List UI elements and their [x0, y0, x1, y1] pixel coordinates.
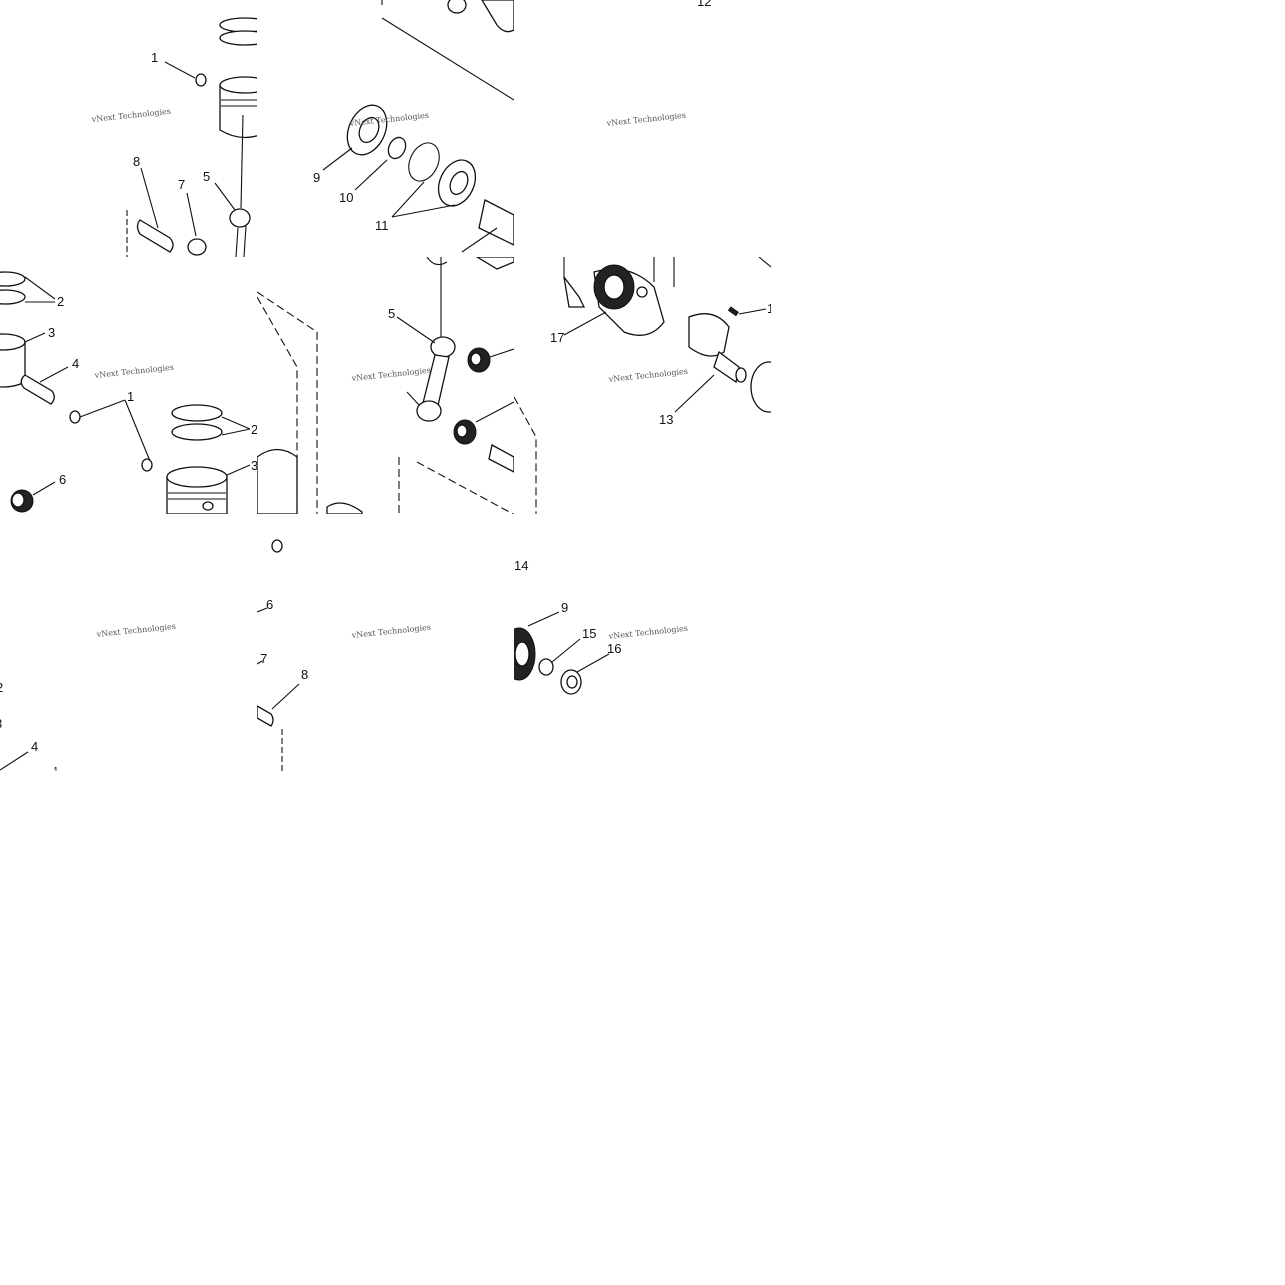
part-label: 3	[251, 458, 257, 473]
part-label: 11	[375, 218, 389, 233]
part-label: 6	[59, 472, 66, 487]
part-label: 2	[57, 294, 64, 309]
diagram-tile-blank: vNext Technologies	[514, 0, 771, 257]
diagram-tile-crankshaft: 17 13 1 vNext Technologies	[514, 257, 771, 514]
part-label: 9	[561, 600, 568, 615]
part-label: 15	[582, 626, 596, 641]
diagram-tile-edge	[771, 0, 1028, 257]
watermark: vNext Technologies	[607, 624, 688, 641]
part-label: 10	[339, 190, 353, 205]
part-label: 1	[53, 766, 59, 771]
part-label: 8	[301, 667, 308, 682]
part-label: 8	[133, 154, 140, 169]
part-label: 7	[178, 177, 185, 192]
diagram-tile-lower-left: 2 3 4 1 vNext Technologies	[0, 514, 257, 771]
watermark: vNext Technologies	[350, 366, 431, 383]
watermark: vNext Technologies	[90, 107, 171, 124]
watermark: vNext Technologies	[605, 111, 686, 128]
part-label: 17	[550, 330, 564, 345]
part-label: 12	[697, 0, 712, 9]
part-label: 14	[514, 558, 528, 573]
part-label: 4	[72, 356, 79, 371]
watermark: vNext Technologies	[93, 363, 174, 380]
part-label: 2	[251, 422, 257, 437]
part-label: 9	[313, 170, 320, 185]
diagram-tile-bearings: 9 10 11 vNext Technologies	[257, 0, 514, 257]
watermark: vNext Technologies	[95, 622, 176, 639]
diagram-tile-nut: 14 9 15 16 vNext Technologies	[514, 514, 771, 771]
part-label: 1	[151, 50, 158, 65]
diagram-tile-conrod: 5 vNext Technologies	[257, 257, 514, 514]
part-label: 3	[0, 716, 2, 731]
part-label: 3	[48, 325, 55, 340]
diagram-tile-lower-middle: 6 7 8 vNext Technologies	[257, 514, 514, 771]
watermark: vNext Technologies	[350, 623, 431, 640]
part-label: 2	[0, 680, 3, 695]
part-label: 4	[31, 739, 38, 754]
watermark: vNext Technologies	[607, 367, 688, 384]
part-label: 1	[127, 389, 134, 404]
part-label: 1	[767, 301, 771, 316]
part-label: 7	[260, 651, 267, 666]
part-label: 5	[203, 169, 210, 184]
part-label: 13	[659, 412, 673, 427]
diagram-tile-piston-top: 1 8 7 5 vNext Technologies	[0, 0, 257, 257]
part-label: 16	[607, 641, 621, 656]
part-label: 5	[388, 306, 395, 321]
part-label: 6	[266, 597, 273, 612]
diagram-tile-piston-left: 2 3 4 1 2 3 6 vNext Technologies	[0, 257, 257, 514]
